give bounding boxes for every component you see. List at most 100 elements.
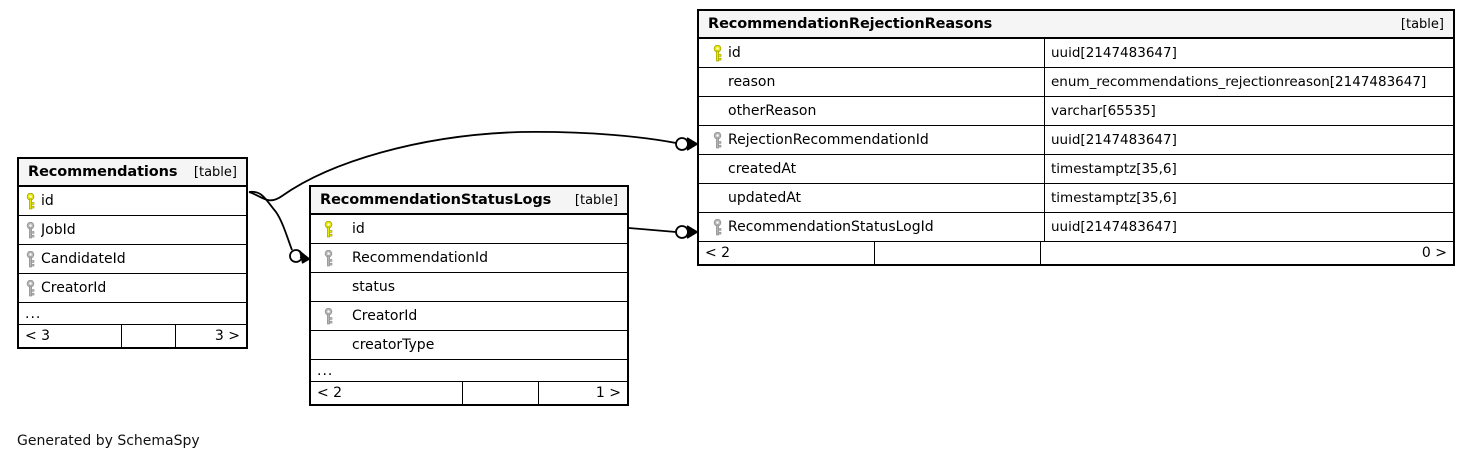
more-columns-indicator: ... bbox=[311, 360, 627, 382]
column-label: CreatorId bbox=[41, 280, 107, 296]
column-name-cell: RecommendationStatusLogId bbox=[699, 213, 1044, 241]
column-name-cell: id bbox=[699, 39, 1044, 67]
column-type: timestamptz[35,6] bbox=[1044, 184, 1453, 212]
key-icon-foreign bbox=[19, 245, 41, 273]
footer-prev-count[interactable]: < 2 bbox=[311, 382, 463, 404]
key-icon-foreign bbox=[19, 274, 41, 302]
table-recommendation-rejection-reasons[interactable]: RecommendationRejectionReasons [table] bbox=[697, 9, 1455, 266]
column-name-cell: reason bbox=[699, 68, 1044, 96]
key-icon-primary bbox=[706, 44, 728, 62]
edge-recommendations-to-statuslogs bbox=[248, 190, 310, 264]
column-name-cell: RejectionRecommendationId bbox=[699, 126, 1044, 154]
table-row[interactable]: RejectionRecommendationId uuid[214748364… bbox=[699, 126, 1453, 155]
key-slot-empty bbox=[311, 273, 345, 301]
column-name-cell: id bbox=[345, 215, 627, 243]
table-row[interactable]: updatedAt timestamptz[35,6] bbox=[699, 184, 1453, 213]
column-name-cell: creatorType bbox=[345, 331, 627, 359]
column-name-cell: createdAt bbox=[699, 155, 1044, 183]
footer-next-count[interactable]: 1 > bbox=[595, 385, 621, 401]
column-label: status bbox=[352, 279, 396, 295]
footer-next-count[interactable]: 3 > bbox=[214, 328, 240, 344]
table-type-tag: [table] bbox=[574, 192, 618, 208]
table-row[interactable]: id bbox=[311, 215, 627, 244]
key-icon-foreign bbox=[19, 216, 41, 244]
table-recommendations[interactable]: Recommendations [table] id bbox=[17, 157, 248, 349]
column-label: RejectionRecommendationId bbox=[728, 132, 929, 148]
column-label: CreatorId bbox=[352, 308, 418, 324]
column-name-cell: CandidateId bbox=[41, 245, 246, 273]
key-icon-primary bbox=[311, 215, 345, 243]
footer-prev-count[interactable]: < 3 bbox=[19, 325, 122, 347]
column-label: id bbox=[352, 221, 365, 237]
table-type-tag: [table] bbox=[193, 164, 237, 180]
key-slot-empty bbox=[311, 331, 345, 359]
edge-statuslogs-to-rejectionreasons bbox=[628, 225, 698, 239]
footer-middle bbox=[875, 242, 1041, 264]
column-name-cell: JobId bbox=[41, 216, 246, 244]
table-row[interactable]: id bbox=[19, 187, 246, 216]
column-label: createdAt bbox=[728, 161, 797, 177]
footer-prev-count[interactable]: < 2 bbox=[699, 242, 875, 264]
column-label: CandidateId bbox=[41, 251, 126, 267]
column-type: timestamptz[35,6] bbox=[1044, 155, 1453, 183]
table-footer: < 2 1 > bbox=[311, 382, 627, 404]
column-type: varchar[65535] bbox=[1044, 97, 1453, 125]
key-icon-foreign bbox=[706, 131, 728, 149]
table-recommendation-status-logs[interactable]: RecommendationStatusLogs [table] id bbox=[309, 185, 629, 406]
column-label: id bbox=[728, 45, 741, 61]
table-row[interactable]: id uuid[2147483647] bbox=[699, 39, 1453, 68]
table-title: Recommendations bbox=[28, 164, 178, 180]
footer-next-count[interactable]: 0 > bbox=[1421, 245, 1447, 261]
column-list: id uuid[2147483647] reason enum_recommen… bbox=[699, 39, 1453, 264]
column-label: reason bbox=[728, 74, 776, 90]
more-columns-indicator: ... bbox=[19, 303, 246, 325]
table-row[interactable]: CreatorId bbox=[311, 302, 627, 331]
table-row[interactable]: RecommendationId bbox=[311, 244, 627, 273]
table-row[interactable]: CandidateId bbox=[19, 245, 246, 274]
column-type: uuid[2147483647] bbox=[1044, 213, 1453, 241]
column-name-cell: RecommendationId bbox=[345, 244, 627, 272]
table-title: RecommendationRejectionReasons bbox=[708, 16, 993, 32]
table-row[interactable]: reason enum_recommendations_rejectionrea… bbox=[699, 68, 1453, 97]
column-list: id RecommendationId bbox=[311, 215, 627, 404]
column-name-cell: CreatorId bbox=[41, 274, 246, 302]
footer-middle bbox=[122, 325, 176, 347]
table-row[interactable]: RecommendationStatusLogId uuid[214748364… bbox=[699, 213, 1453, 242]
key-icon-foreign bbox=[311, 244, 345, 272]
column-label: updatedAt bbox=[728, 190, 802, 206]
table-footer: < 3 3 > bbox=[19, 325, 246, 347]
table-row[interactable]: otherReason varchar[65535] bbox=[699, 97, 1453, 126]
column-name-cell: status bbox=[345, 273, 627, 301]
cardinality-zero-marker bbox=[675, 137, 689, 151]
column-label: id bbox=[41, 193, 54, 209]
column-label: RecommendationId bbox=[352, 250, 489, 266]
table-row[interactable]: creatorType bbox=[311, 331, 627, 360]
table-header: RecommendationStatusLogs [table] bbox=[311, 187, 627, 215]
table-row[interactable]: status bbox=[311, 273, 627, 302]
column-list: id JobId bbox=[19, 187, 246, 347]
cardinality-zero-marker bbox=[289, 249, 303, 263]
table-header: Recommendations [table] bbox=[19, 159, 246, 187]
table-row[interactable]: JobId bbox=[19, 216, 246, 245]
table-row[interactable]: CreatorId bbox=[19, 274, 246, 303]
key-icon-foreign bbox=[311, 302, 345, 330]
table-footer: < 2 0 > bbox=[699, 242, 1453, 264]
cardinality-zero-marker bbox=[675, 225, 689, 239]
generated-by-credit: Generated by SchemaSpy bbox=[17, 433, 200, 449]
column-label: JobId bbox=[41, 222, 76, 238]
key-icon-primary bbox=[19, 187, 41, 215]
table-type-tag: [table] bbox=[1400, 16, 1444, 32]
column-type: uuid[2147483647] bbox=[1044, 126, 1453, 154]
column-name-cell: CreatorId bbox=[345, 302, 627, 330]
column-label: otherReason bbox=[728, 103, 817, 119]
table-row[interactable]: createdAt timestamptz[35,6] bbox=[699, 155, 1453, 184]
key-icon-foreign bbox=[706, 218, 728, 236]
column-type: uuid[2147483647] bbox=[1044, 39, 1453, 67]
column-name-cell: otherReason bbox=[699, 97, 1044, 125]
footer-middle bbox=[463, 382, 539, 404]
crowsfoot-many-marker bbox=[686, 137, 698, 151]
table-title: RecommendationStatusLogs bbox=[320, 192, 552, 208]
table-header: RecommendationRejectionReasons [table] bbox=[699, 11, 1453, 39]
column-label: creatorType bbox=[352, 337, 435, 353]
